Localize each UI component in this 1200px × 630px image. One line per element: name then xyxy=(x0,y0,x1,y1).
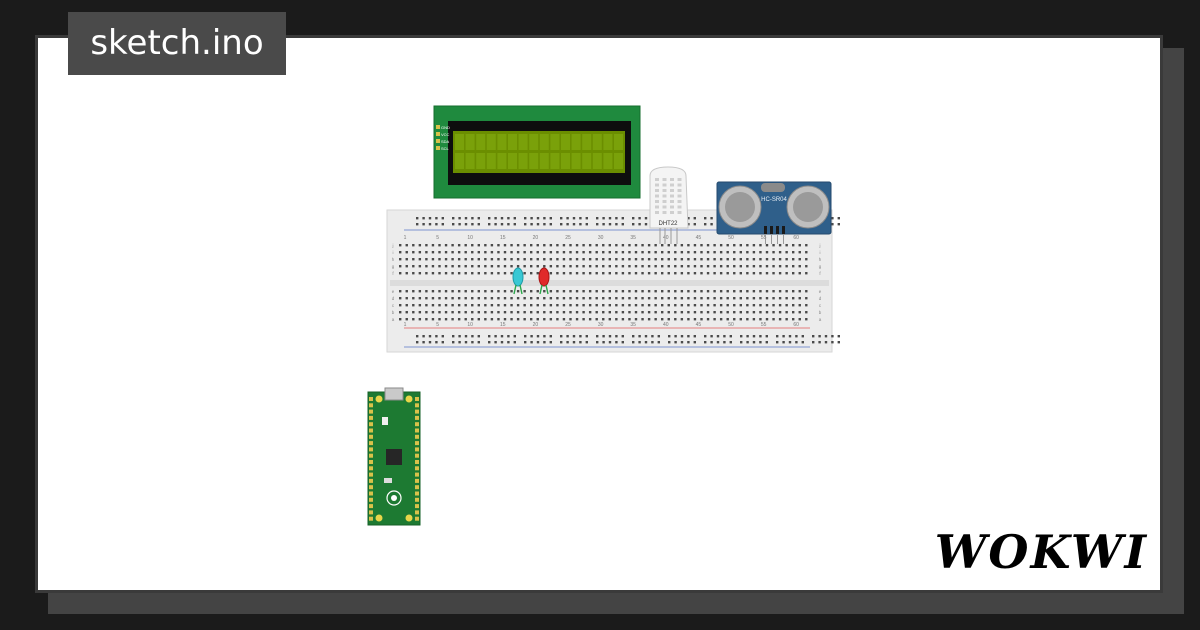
breadboard-row-label: i xyxy=(820,250,821,255)
breadboard-column-label: 45 xyxy=(696,322,702,328)
breadboard-column-label: 50 xyxy=(728,235,734,241)
breadboard-column-label: 20 xyxy=(533,322,539,328)
breadboard-column-label: 40 xyxy=(663,322,669,328)
breadboard-column-label: 60 xyxy=(793,235,799,241)
lcd-pin-label: GND xyxy=(441,125,450,130)
breadboard-column-label: 5 xyxy=(436,235,439,241)
lcd-pin-label: SCL xyxy=(441,146,450,151)
breadboard-row-label: j xyxy=(392,243,394,248)
breadboard-column-label: 60 xyxy=(793,322,799,328)
lcd-pin-label: VCC xyxy=(441,132,450,137)
breadboard-column-label: 1 xyxy=(404,235,407,241)
breadboard-row-label: b xyxy=(392,310,395,315)
breadboard-row-label: c xyxy=(392,303,395,308)
lcd-pin-label: SDA xyxy=(441,139,450,144)
breadboard-row-label: i xyxy=(393,250,394,255)
led-red[interactable] xyxy=(538,267,550,295)
breadboard-row-label: c xyxy=(819,303,822,308)
dht22-sensor[interactable]: DHT22 xyxy=(649,166,689,244)
hc-sr04-pins xyxy=(764,226,785,244)
hc-sr04-label: HC-SR04 xyxy=(761,197,787,203)
breadboard-row-label: a xyxy=(392,317,395,322)
wokwi-logo[interactable]: WOKWI xyxy=(935,525,1148,579)
breadboard-row-label: h xyxy=(819,257,822,262)
breadboard-column-label: 55 xyxy=(761,322,767,328)
project-title[interactable]: sketch.ino xyxy=(68,12,286,75)
led-cyan[interactable] xyxy=(512,267,524,295)
dht22-grill xyxy=(655,178,682,214)
breadboard-column-label: 5 xyxy=(436,322,439,328)
breadboard-column-label: 10 xyxy=(467,322,473,328)
breadboard-row-label: h xyxy=(392,257,395,262)
breadboard-row-label: b xyxy=(819,310,822,315)
dht22-label: DHT22 xyxy=(658,221,678,227)
breadboard-column-label: 15 xyxy=(500,322,506,328)
breadboard-row-label: j xyxy=(819,243,821,248)
breadboard-column-label: 15 xyxy=(500,235,506,241)
breadboard-column-label: 20 xyxy=(533,235,539,241)
breadboard-column-label: 25 xyxy=(565,235,571,241)
breadboard-column-label: 35 xyxy=(630,322,636,328)
breadboard-column-label: 10 xyxy=(467,235,473,241)
breadboard-row-label: e xyxy=(819,289,822,294)
breadboard-row-label: e xyxy=(392,289,395,294)
lcd-character-cells xyxy=(455,134,623,169)
breadboard-column-label: 30 xyxy=(598,235,604,241)
breadboard-column-label: 45 xyxy=(696,235,702,241)
breadboard-column-label: 1 xyxy=(404,322,407,328)
breadboard-row-label: f xyxy=(819,271,821,276)
raspberry-pi-pico[interactable] xyxy=(367,387,421,526)
breadboard-column-label: 35 xyxy=(630,235,636,241)
breadboard-holes xyxy=(399,217,840,344)
breadboard-column-label: 40 xyxy=(663,235,669,241)
breadboard-row-label: g xyxy=(392,264,395,269)
breadboard-column-label: 25 xyxy=(565,322,571,328)
breadboard-column-label: 55 xyxy=(761,235,767,241)
lcd-pin-headers: GND VCC SDA SCL xyxy=(436,125,450,151)
lcd-display[interactable]: GND VCC SDA SCL xyxy=(433,105,641,199)
breadboard-row-label: a xyxy=(819,317,822,322)
breadboard-column-label: 30 xyxy=(598,322,604,328)
pico-pin-pads xyxy=(369,397,419,521)
wokwi-logo-text: WOKWI xyxy=(935,525,1148,579)
breadboard-row-label: d xyxy=(819,296,822,301)
hc-sr04-sensor[interactable]: HC-SR04 xyxy=(716,181,832,244)
breadboard-row-label: d xyxy=(392,296,395,301)
breadboard-row-label: g xyxy=(819,264,822,269)
breadboard-column-label: 50 xyxy=(728,322,734,328)
breadboard-column-labels: 1155101015152020252530303535404045455050… xyxy=(404,235,800,328)
breadboard-row-label: f xyxy=(392,271,394,276)
